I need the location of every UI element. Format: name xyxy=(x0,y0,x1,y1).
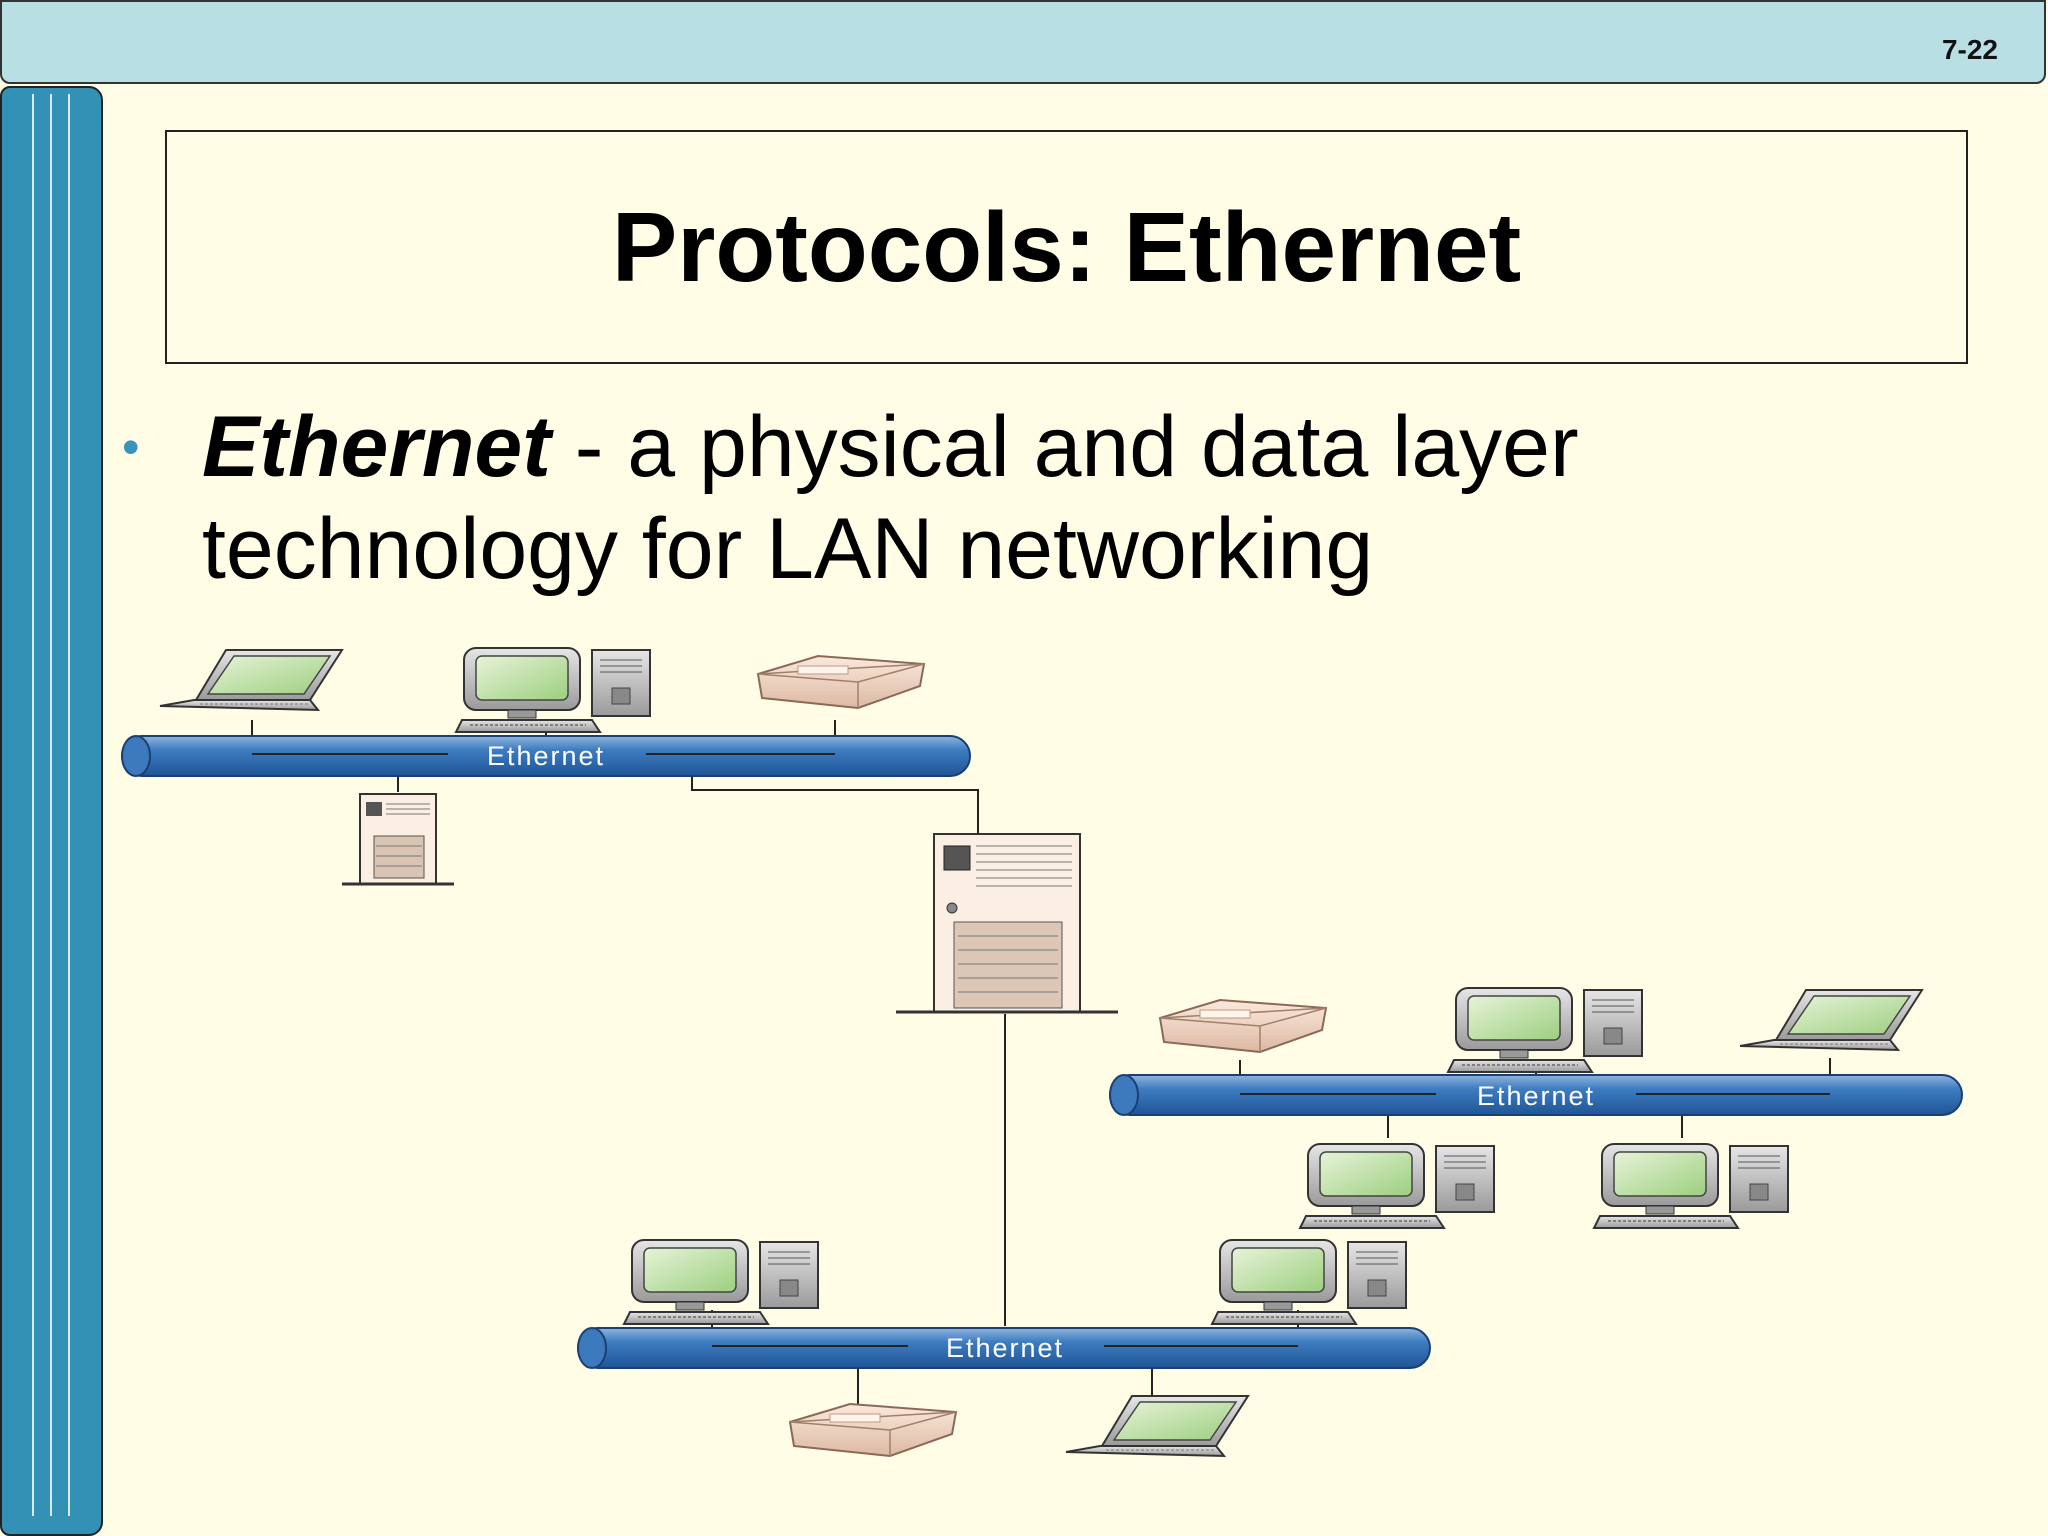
network-links xyxy=(251,720,1831,1408)
printer-icon xyxy=(789,1403,957,1457)
ethernet-label: Ethernet xyxy=(946,1333,1064,1363)
left-sidebar-band xyxy=(0,86,103,1536)
sidebar-stripe xyxy=(68,94,70,1516)
bullet-term: Ethernet xyxy=(202,399,551,495)
ethernet-bus: Ethernet xyxy=(121,735,971,777)
laptop-icon xyxy=(159,649,343,711)
ethernet-label: Ethernet xyxy=(487,741,605,771)
ethernet-bus: Ethernet xyxy=(1109,1074,1963,1116)
sidebar-stripe xyxy=(50,94,52,1516)
ethernet-label: Ethernet xyxy=(1477,1081,1595,1111)
desktop-computer-icon xyxy=(1593,1143,1789,1229)
bullet-dot-icon: • xyxy=(122,419,140,475)
sidebar-stripe xyxy=(32,94,34,1516)
desktop-computer-icon xyxy=(455,647,651,733)
printer-icon xyxy=(1159,999,1327,1053)
desktop-computer-icon xyxy=(1447,987,1643,1073)
desktop-computer-icon xyxy=(1211,1239,1407,1325)
bullet-text: Ethernet - a physical and data layer tec… xyxy=(202,396,1902,600)
top-banner: 7-22 xyxy=(0,0,2046,84)
laptop-icon xyxy=(1739,989,1923,1051)
bullet-definition: - a physical and data layer technology f… xyxy=(202,399,1579,597)
server-icon xyxy=(340,792,456,886)
ethernet-bus: Ethernet xyxy=(577,1327,1431,1369)
slide-title: Protocols: Ethernet xyxy=(611,191,1522,302)
title-box: Protocols: Ethernet xyxy=(165,130,1968,364)
desktop-computer-icon xyxy=(1299,1143,1495,1229)
slide-number: 7-22 xyxy=(1941,34,1998,65)
printer-icon xyxy=(757,655,925,709)
desktop-computer-icon xyxy=(623,1239,819,1325)
laptop-icon xyxy=(1065,1395,1249,1457)
server-icon xyxy=(894,832,1120,1014)
